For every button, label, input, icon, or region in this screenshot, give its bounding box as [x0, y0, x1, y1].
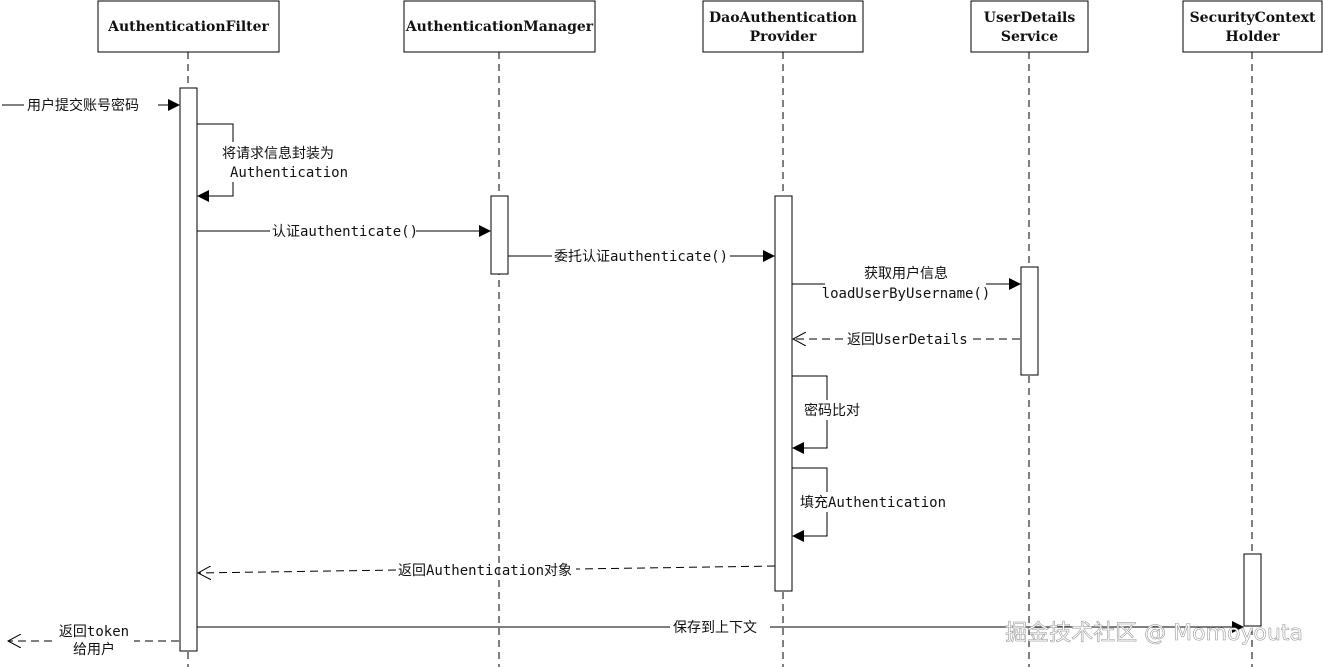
activation-manager	[490, 195, 509, 275]
participant-authentication-manager: AuthenticationManager	[403, 0, 596, 53]
message-wrap-authentication: 将请求信息封装为 Authentication	[197, 123, 352, 202]
message-authenticate: 认证authenticate()	[197, 224, 491, 240]
message-delegate-authenticate: 委托认证authenticate()	[508, 249, 775, 265]
message-label: 获取用户信息	[864, 265, 948, 282]
message-return-userdetails: 返回UserDetails	[793, 332, 1020, 348]
participant-dao-authentication-provider: DaoAuthentication Provider	[702, 0, 864, 53]
participant-label: Provider	[750, 29, 817, 45]
message-label: 给用户	[73, 641, 115, 658]
activation-filter	[179, 87, 198, 652]
message-label: 返回Authentication对象	[398, 563, 572, 579]
message-user-submit: 用户提交账号密码	[2, 97, 180, 114]
participant-label: Service	[1001, 29, 1058, 45]
message-label: 用户提交账号密码	[27, 97, 139, 114]
watermark: 掘金技术社区 @ Momoyouta	[1005, 621, 1303, 646]
message-return-authentication: 返回Authentication对象	[198, 563, 776, 579]
message-label: Authentication	[230, 165, 348, 181]
message-label: 将请求信息封装为	[222, 145, 334, 162]
message-compare-password: 密码比对	[792, 375, 872, 454]
participant-label: SecurityContext	[1190, 10, 1316, 26]
participant-label: Holder	[1226, 29, 1281, 45]
participant-security-context-holder: SecurityContext Holder	[1182, 0, 1323, 53]
message-label: 密码比对	[804, 402, 860, 419]
participant-authentication-filter: AuthenticationFilter	[97, 0, 280, 53]
participant-user-details-service: UserDetails Service	[970, 0, 1089, 53]
message-load-user: 获取用户信息 loadUserByUsername()	[792, 265, 1021, 302]
message-fill-authentication: 填充Authentication	[792, 467, 948, 542]
participant-label: DaoAuthentication	[709, 10, 857, 26]
message-label: 认证authenticate()	[272, 224, 418, 240]
message-label: 保存到上下文	[673, 620, 757, 636]
activation-uds	[1020, 266, 1039, 376]
message-save-context: 保存到上下文	[197, 620, 1244, 636]
message-return-token: 返回token 给用户	[8, 624, 179, 658]
message-label: loadUserByUsername()	[822, 286, 991, 302]
message-label: 填充Authentication	[800, 495, 946, 511]
message-label: 返回token	[59, 624, 129, 640]
message-label: 返回UserDetails	[847, 332, 968, 348]
activation-holder	[1243, 553, 1262, 627]
participant-label: UserDetails	[984, 10, 1076, 26]
participant-label: AuthenticationFilter	[107, 19, 269, 35]
activation-provider	[774, 195, 793, 592]
participant-label: AuthenticationManager	[405, 19, 594, 35]
message-label: 委托认证authenticate()	[554, 249, 728, 265]
